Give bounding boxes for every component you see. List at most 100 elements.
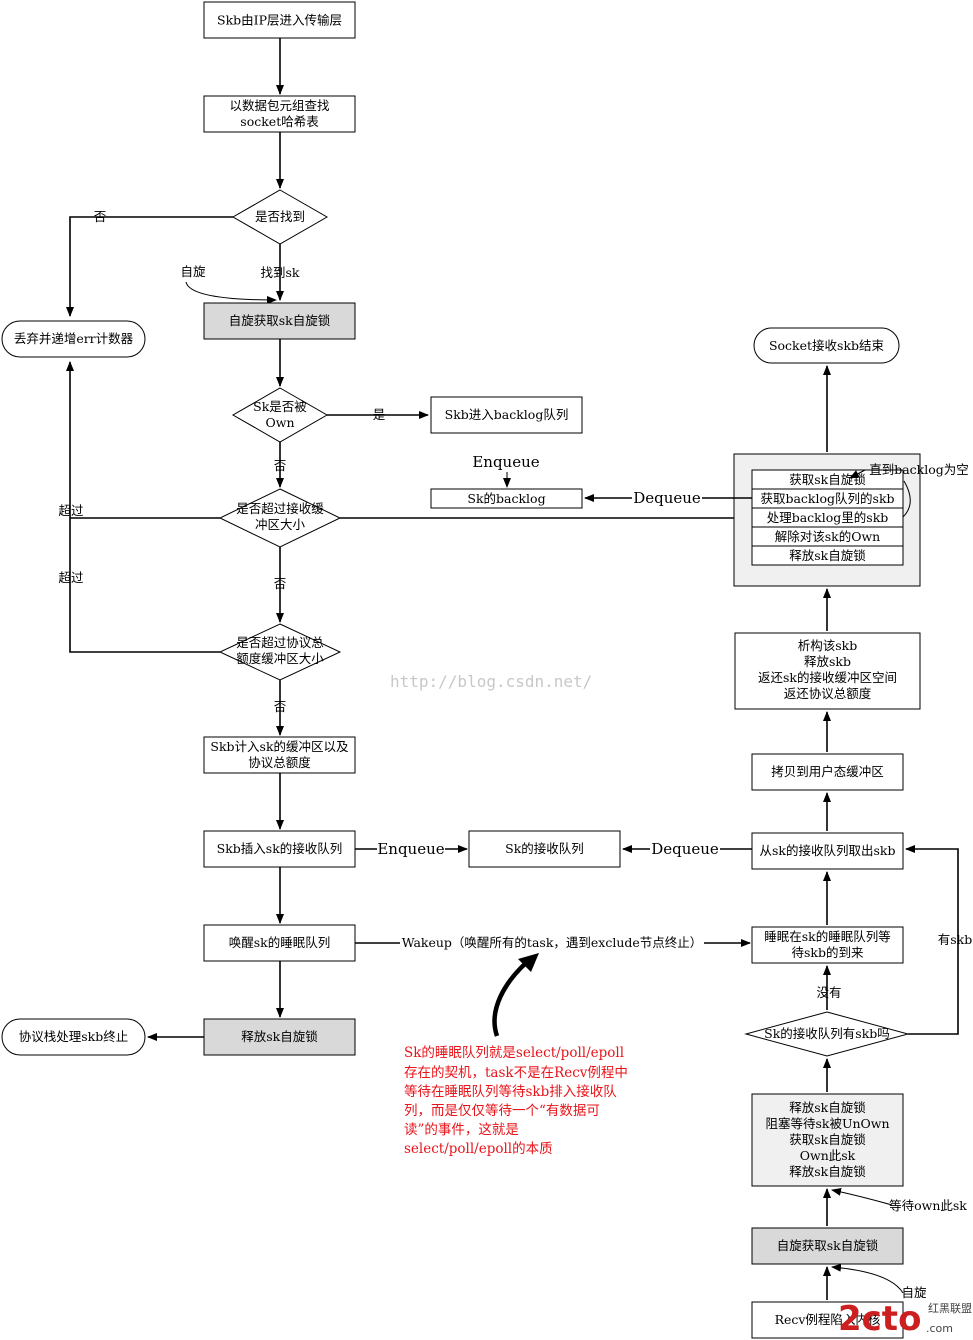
svg-text:协议栈处理skb终止: 协议栈处理skb终止 <box>19 1029 129 1044</box>
svg-text:从sk的接收队列取出skb: 从sk的接收队列取出skb <box>760 843 896 858</box>
svg-text:Sk的接收队列有skb吗: Sk的接收队列有skb吗 <box>764 1026 890 1041</box>
node-insert-rcvq: Skb插入sk的接收队列 <box>203 830 356 868</box>
edge-label-enqueue-backlog: Enqueue <box>472 453 539 471</box>
svg-text:丢弃并递增err计数器: 丢弃并递增err计数器 <box>14 331 134 346</box>
svg-text:返还协议总额度: 返还协议总额度 <box>784 686 872 701</box>
svg-text:等待在睡眠队列等待skb排入接收队: 等待在睡眠队列等待skb排入接收队 <box>404 1083 617 1100</box>
edge-label-none: 没有 <box>816 985 841 1000</box>
node-found-decision: 是否找到 <box>231 189 329 245</box>
svg-text:释放sk自旋锁: 释放sk自旋锁 <box>789 1100 866 1115</box>
svg-text:自旋获取sk自旋锁: 自旋获取sk自旋锁 <box>229 313 331 328</box>
svg-text:2cto: 2cto <box>838 1299 921 1339</box>
svg-text:Skb进入backlog队列: Skb进入backlog队列 <box>445 407 569 422</box>
site-logo: 2cto 红黑联盟 .com <box>838 1299 972 1339</box>
edge-label-exceed-2: 超过 <box>58 570 84 585</box>
svg-text:select/poll/epoll的本质: select/poll/epoll的本质 <box>404 1141 553 1157</box>
svg-text:获取backlog队列的skb: 获取backlog队列的skb <box>760 491 894 506</box>
node-exceed-total-decision: 是否超过协议总 额度缓冲区大小 <box>218 623 342 681</box>
node-spin-lock-1: 自旋获取sk自旋锁 <box>203 302 356 340</box>
svg-text:Own此sk: Own此sk <box>800 1148 856 1163</box>
node-has-skb-decision: Sk的接收队列有skb吗 <box>744 1011 910 1057</box>
svg-text:Sk是否被: Sk是否被 <box>253 399 307 414</box>
svg-text:阻塞等待sk被UnOwn: 阻塞等待sk被UnOwn <box>765 1116 889 1131</box>
note-red: Sk的睡眠队列就是select/poll/epoll 存在的契机，task不是在… <box>404 1045 628 1157</box>
svg-text:Sk的睡眠队列就是select/poll/epoll: Sk的睡眠队列就是select/poll/epoll <box>404 1045 624 1061</box>
node-lookup-socket-hash: 以数据包元组查找 socket哈希表 <box>203 95 356 133</box>
svg-text:返还sk的接收缓冲区空间: 返还sk的接收缓冲区空间 <box>758 670 897 685</box>
node-exceed-rcvbuf-decision: 是否超过接收缓 冲区大小 <box>218 488 342 548</box>
svg-text:协议总额度: 协议总额度 <box>248 755 311 770</box>
node-copy-user: 拷贝到用户态缓冲区 <box>751 753 904 791</box>
svg-text:存在的契机，task不是在Recv例程中: 存在的契机，task不是在Recv例程中 <box>404 1065 628 1081</box>
svg-text:Own: Own <box>266 415 295 430</box>
svg-text:释放sk自旋锁: 释放sk自旋锁 <box>789 548 866 563</box>
svg-text:Recv例程陷入内核: Recv例程陷入内核 <box>775 1312 881 1327</box>
svg-text:解除对该sk的Own: 解除对该sk的Own <box>775 529 881 544</box>
svg-text:冲区大小: 冲区大小 <box>255 517 306 532</box>
edge-label-found-sk: 找到sk <box>261 265 300 280</box>
svg-text:Skb插入sk的接收队列: Skb插入sk的接收队列 <box>217 841 343 856</box>
edge-label-no-4: 否 <box>274 699 287 714</box>
svg-text:.com: .com <box>926 1322 953 1335</box>
edge-label-no-2: 否 <box>274 458 287 473</box>
node-backlog-processing: 获取sk自旋锁 获取backlog队列的skb 处理backlog里的skb 解… <box>733 453 921 587</box>
edge-label-enqueue-rcvq: Enqueue <box>377 840 444 858</box>
svg-text:Sk的接收队列: Sk的接收队列 <box>505 841 584 856</box>
svg-text:析构该skb: 析构该skb <box>798 638 858 653</box>
node-take-skb: 从sk的接收队列取出skb <box>751 832 904 870</box>
svg-text:获取sk自旋锁: 获取sk自旋锁 <box>789 472 866 487</box>
edge-label-no-3: 否 <box>274 576 287 591</box>
svg-text:Skb由IP层进入传输层: Skb由IP层进入传输层 <box>217 13 342 28</box>
svg-text:是否超过协议总: 是否超过协议总 <box>236 635 324 650</box>
node-spin-lock-2: 自旋获取sk自旋锁 <box>751 1227 904 1265</box>
svg-text:获取sk自旋锁: 获取sk自旋锁 <box>789 1132 866 1147</box>
node-release-lock-1: 释放sk自旋锁 <box>203 1018 356 1056</box>
svg-text:额度缓冲区大小: 额度缓冲区大小 <box>236 651 324 666</box>
node-sleep-wait: 睡眠在sk的睡眠队列等 待skb的到来 <box>751 926 904 964</box>
svg-text:列，而是仅仅等待一个“有数据可: 列，而是仅仅等待一个“有数据可 <box>404 1102 600 1119</box>
node-wake-sleep: 唤醒sk的睡眠队列 <box>203 924 356 962</box>
watermark-text: http://blog.csdn.net/ <box>390 672 592 691</box>
svg-text:自旋获取sk自旋锁: 自旋获取sk自旋锁 <box>777 1238 879 1253</box>
node-to-backlog: Skb进入backlog队列 <box>430 396 583 434</box>
svg-text:待skb的到来: 待skb的到来 <box>792 945 864 960</box>
svg-text:Skb计入sk的缓冲区以及: Skb计入sk的缓冲区以及 <box>210 739 349 754</box>
node-destruct-skb: 析构该skb 释放skb 返还sk的接收缓冲区空间 返还协议总额度 <box>734 632 921 710</box>
node-charge-buffer: Skb计入sk的缓冲区以及 协议总额度 <box>203 736 356 774</box>
edge-label-wait-own: 等待own此sk <box>889 1198 967 1213</box>
svg-text:释放sk自旋锁: 释放sk自旋锁 <box>241 1029 318 1044</box>
edge-label-no-1: 否 <box>94 209 107 224</box>
node-wait-own: 释放sk自旋锁 阻塞等待sk被UnOwn 获取sk自旋锁 Own此sk 释放sk… <box>751 1093 904 1187</box>
svg-text:以数据包元组查找: 以数据包元组查找 <box>229 98 330 113</box>
node-socket-end: Socket接收skb结束 <box>753 327 900 364</box>
svg-text:Sk的backlog: Sk的backlog <box>467 491 545 506</box>
edge-label-yes: 是 <box>373 407 386 422</box>
edge-label-wakeup: Wakeup（唤醒所有的task，遇到exclude节点终止） <box>402 935 703 950</box>
edge-label-spin-2: 自旋 <box>901 1285 927 1300</box>
svg-text:唤醒sk的睡眠队列: 唤醒sk的睡眠队列 <box>229 935 331 950</box>
node-recv-enter: Recv例程陷入内核 <box>751 1301 904 1339</box>
svg-text:释放sk自旋锁: 释放sk自旋锁 <box>789 1164 866 1179</box>
edge-label-dequeue-backlog: Dequeue <box>633 489 701 507</box>
note-arrow <box>492 960 529 1037</box>
node-owned-decision: Sk是否被 Own <box>231 387 329 443</box>
svg-text:socket哈希表: socket哈希表 <box>240 114 319 129</box>
node-rcv-queue: Sk的接收队列 <box>468 830 621 868</box>
svg-text:睡眠在sk的睡眠队列等: 睡眠在sk的睡眠队列等 <box>764 929 891 944</box>
edge-label-spin-1: 自旋 <box>180 264 206 279</box>
edge-label-dequeue-rcvq: Dequeue <box>651 840 719 858</box>
svg-text:读”的事件，这就是: 读”的事件，这就是 <box>404 1121 519 1138</box>
edge-label-has-skb: 有skb <box>938 932 973 947</box>
svg-text:是否找到: 是否找到 <box>255 209 305 224</box>
edge-label-until-empty: 直到backlog为空 <box>869 462 969 477</box>
svg-text:处理backlog里的skb: 处理backlog里的skb <box>767 510 889 525</box>
svg-text:红黑联盟: 红黑联盟 <box>928 1302 972 1315</box>
node-backlog: Sk的backlog <box>430 488 583 509</box>
node-stack-done: 协议栈处理skb终止 <box>1 1018 146 1056</box>
svg-text:拷贝到用户态缓冲区: 拷贝到用户态缓冲区 <box>771 764 884 779</box>
svg-text:Socket接收skb结束: Socket接收skb结束 <box>769 338 885 353</box>
node-discard: 丢弃并递增err计数器 <box>1 320 146 358</box>
svg-text:释放skb: 释放skb <box>804 654 851 669</box>
svg-text:是否超过接收缓: 是否超过接收缓 <box>236 501 324 516</box>
